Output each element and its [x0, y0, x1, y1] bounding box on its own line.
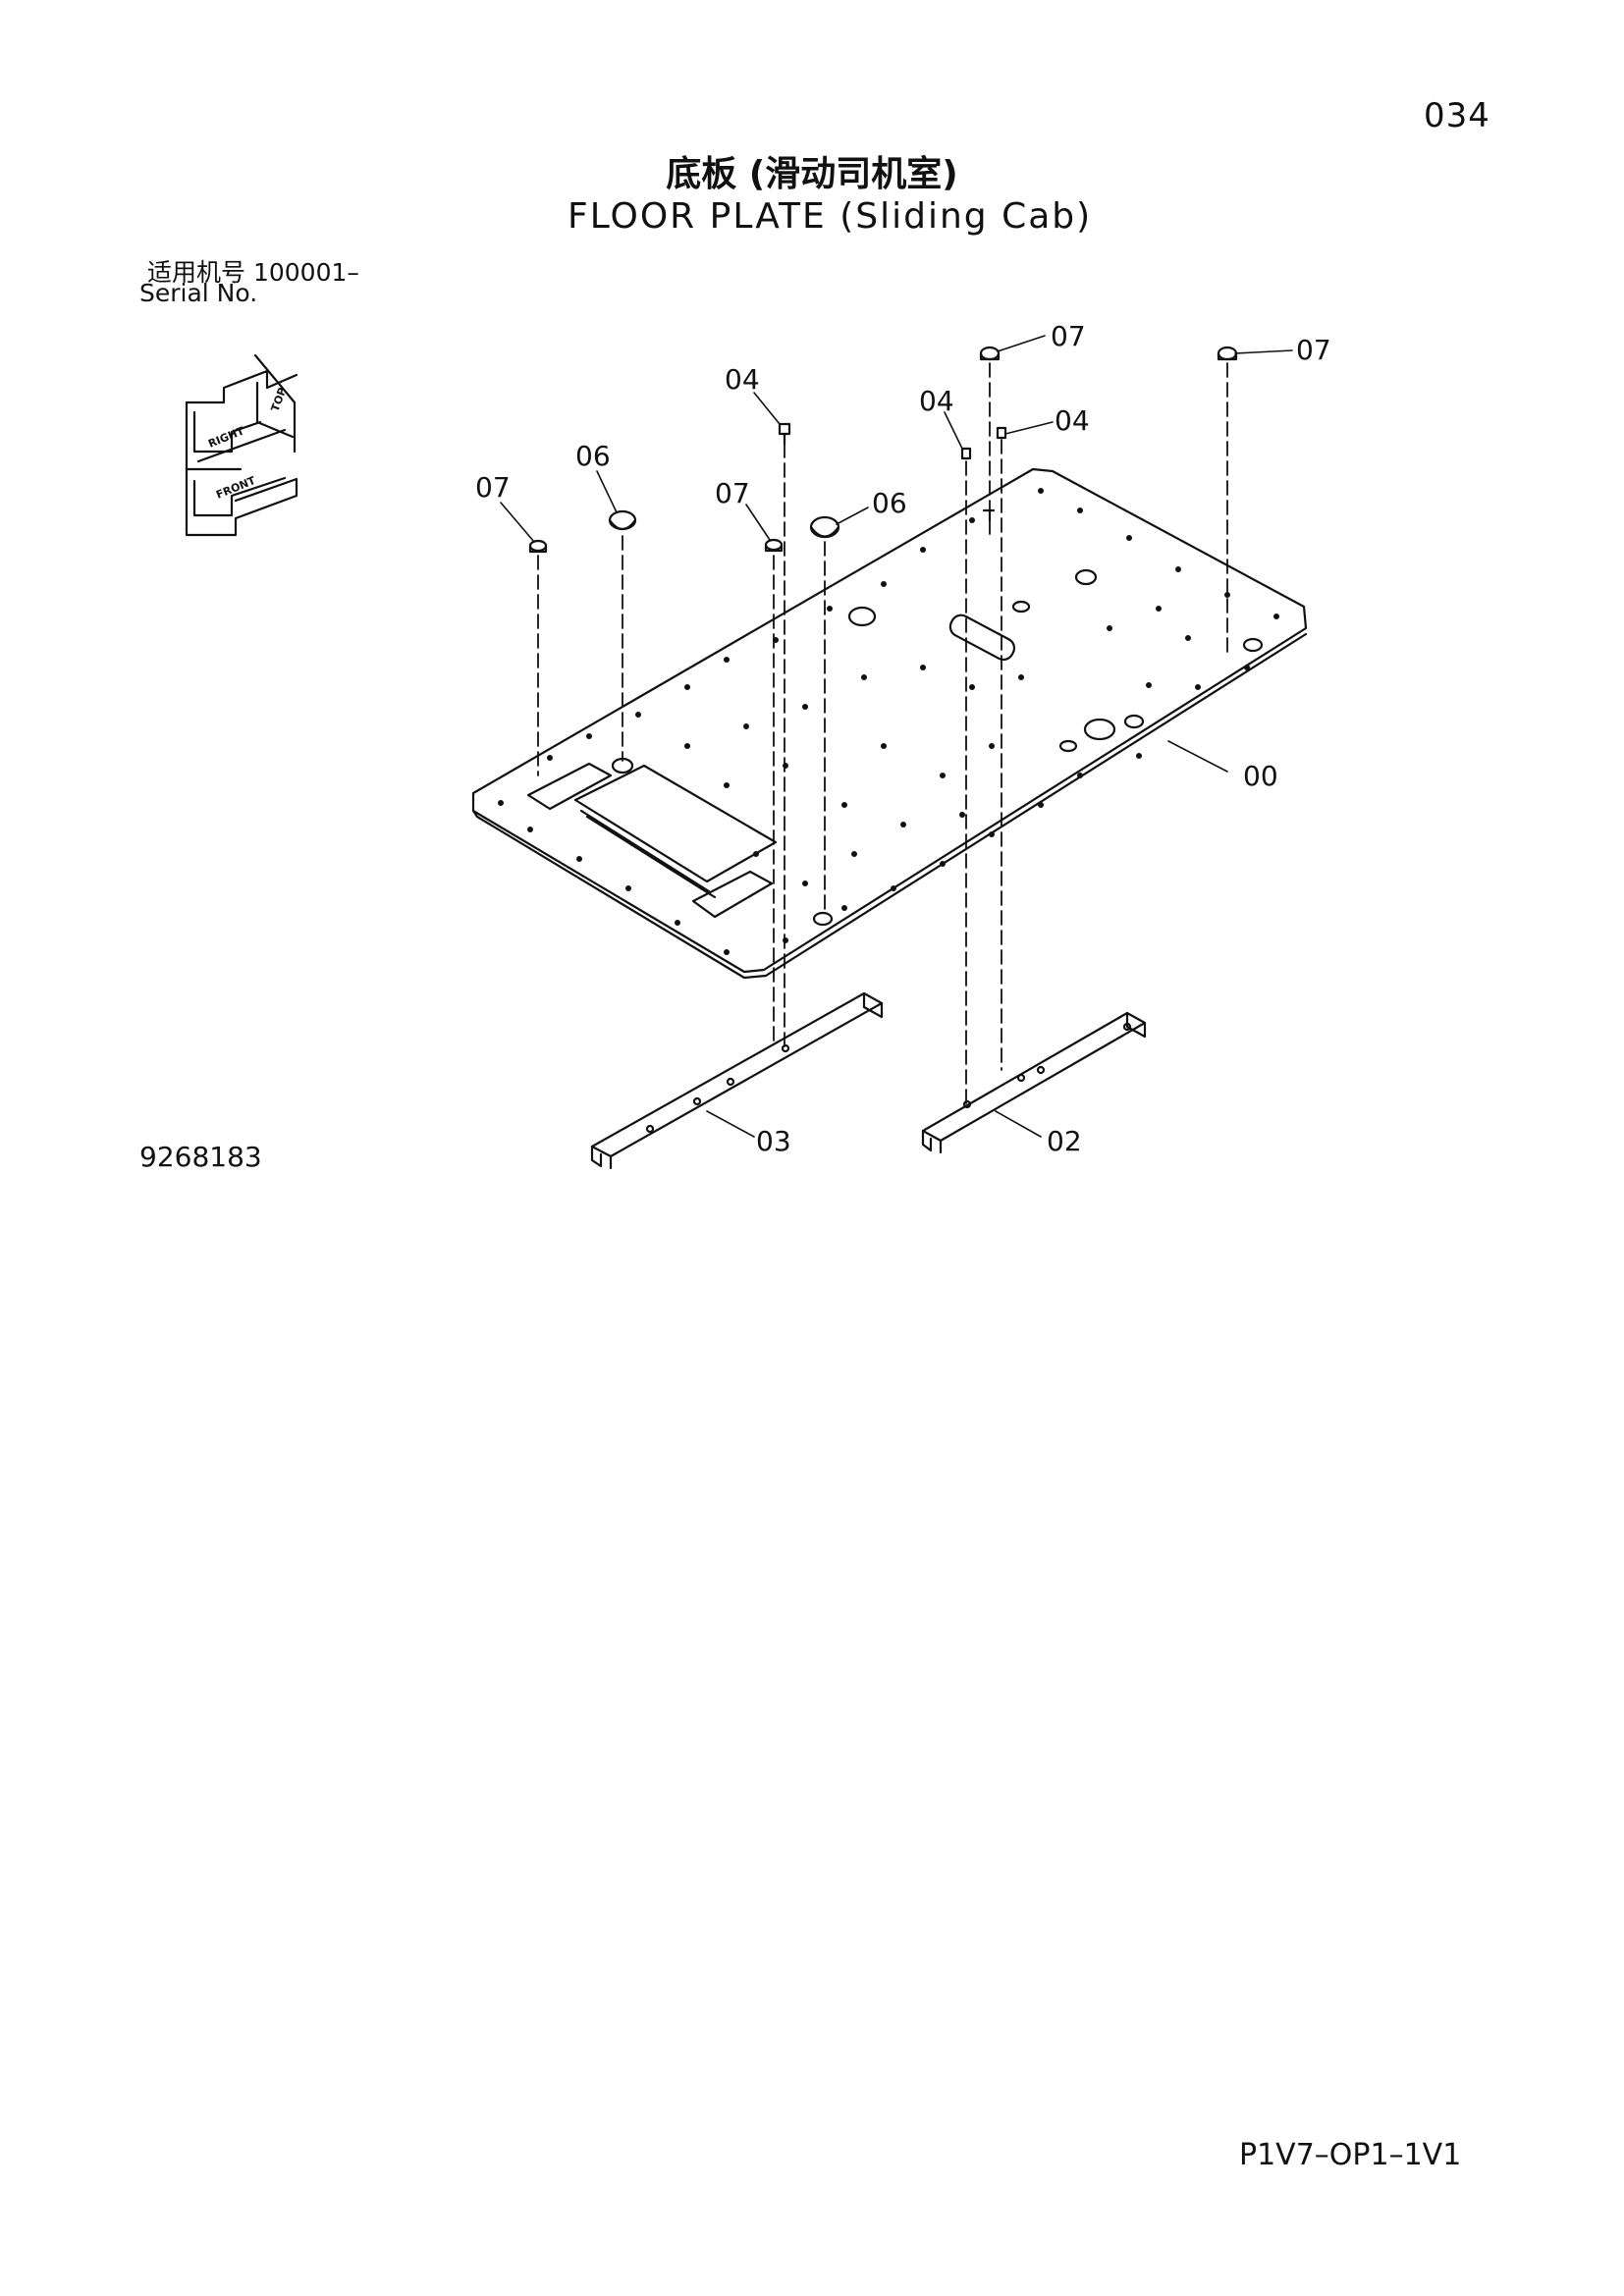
- bracket-part-02: [921, 1011, 1147, 1154]
- floor-plate-small-holes: [498, 488, 1279, 955]
- callout-07-right: 07: [1296, 334, 1331, 366]
- title-chinese: 底板 (滑动司机室): [666, 154, 958, 194]
- callout-04-right: 04: [1055, 404, 1090, 437]
- bracket-part-03: [590, 991, 884, 1170]
- orientation-icon: [185, 353, 298, 537]
- callout-07-top: 07: [1051, 320, 1086, 352]
- catalog-code: P1V7–OP1–1V1: [1239, 2138, 1462, 2172]
- drawing-number: 9268183: [139, 1141, 262, 1173]
- orientation-front-label: FRONT: [214, 474, 257, 502]
- callout-00: 00: [1243, 760, 1278, 792]
- title-english: FLOOR PLATE (Sliding Cab): [568, 196, 1093, 237]
- orientation-top-label: TOP: [269, 386, 290, 413]
- callout-02: 02: [1047, 1125, 1082, 1157]
- callout-07-left: 07: [475, 471, 511, 504]
- callout-06-left: 06: [575, 440, 611, 472]
- small-tick: [982, 508, 996, 522]
- callout-03: 03: [756, 1125, 791, 1157]
- callout-04-left: 04: [725, 363, 760, 396]
- assembly-lines: [537, 362, 1228, 1105]
- callout-06-mid: 06: [872, 487, 907, 519]
- serial-label-english: Serial No.: [139, 279, 258, 307]
- serial-label-chinese: 适用机号 100001–: [147, 258, 359, 287]
- fasteners: [528, 346, 1238, 554]
- page-number: 034: [1424, 96, 1490, 135]
- callout-07-mid: 07: [715, 477, 750, 509]
- callout-04-mid: 04: [919, 385, 954, 417]
- leader-lines: [500, 335, 1293, 1138]
- floor-plate-part-00: [471, 467, 1308, 980]
